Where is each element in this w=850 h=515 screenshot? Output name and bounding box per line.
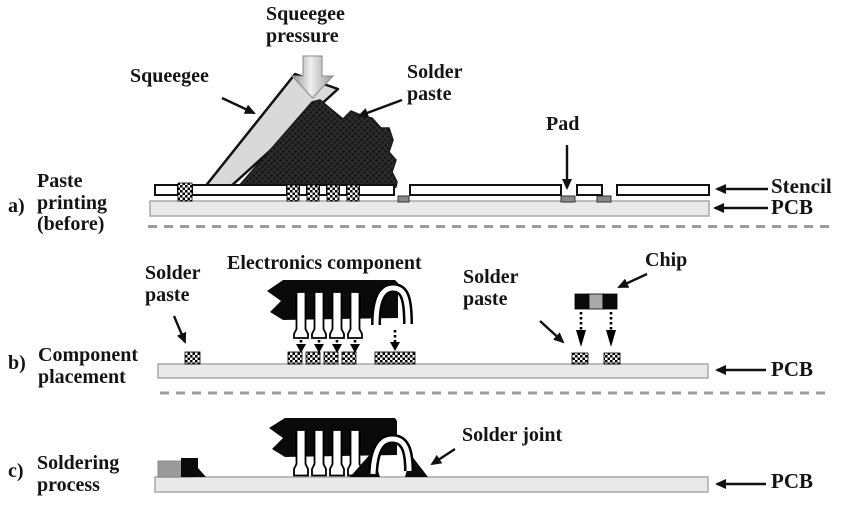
pressure-arrow-icon	[290, 55, 335, 99]
ic-lead	[293, 429, 363, 477]
chip-component	[574, 293, 618, 310]
pcb-board-b	[157, 363, 709, 379]
solder-paste-label-b-left: Solder paste	[145, 262, 201, 306]
solder-paste-deposit	[184, 351, 201, 365]
stencil-label: Stencil	[771, 174, 832, 198]
panel-b-graphics	[157, 272, 832, 395]
solder-joint-arrow	[430, 447, 456, 466]
solder-paste-arrow-b-left	[172, 315, 187, 344]
pcb-pad	[397, 195, 410, 203]
pcb-pad	[560, 195, 576, 203]
squeegee-pressure-label: Squeegee pressure	[266, 3, 345, 47]
chip-arrow	[617, 272, 648, 289]
solder-paste-arrow-a	[357, 98, 403, 118]
solder-joint-label: Solder joint	[462, 424, 563, 446]
ic-lead	[293, 291, 363, 339]
chip-label: Chip	[645, 249, 688, 271]
pcb-label-c: PCB	[771, 469, 813, 493]
paste-filled-aperture	[177, 182, 360, 202]
solder-joint-fillet	[350, 452, 428, 477]
panel-a-index: a)	[8, 195, 25, 217]
placement-arrow	[296, 330, 400, 353]
solder-paste-arrow-b-right	[539, 320, 565, 344]
squeegee-label: Squeegee	[130, 65, 209, 87]
pcb-board-c	[154, 476, 709, 493]
panel-b-title: Component placement	[38, 344, 139, 388]
panel-c-index: c)	[8, 460, 24, 482]
placement-arrow	[576, 312, 616, 347]
solder-paste-label-a: Solder paste	[407, 61, 463, 105]
panel-a-title: Paste printing (before)	[37, 170, 108, 236]
stencil-bar	[154, 184, 710, 196]
panel-b-index: b)	[8, 352, 26, 374]
pcb-label-a: PCB	[771, 195, 813, 219]
panel-a-graphics	[148, 55, 832, 228]
electronics-component-label: Electronics component	[227, 252, 422, 274]
squeegee-arrow	[221, 96, 256, 115]
pcb-board-a	[149, 200, 710, 217]
solder-paste-label-b-right: Solder paste	[463, 266, 519, 310]
solder-paste-deposit	[287, 351, 621, 365]
ic-curled-lead	[371, 282, 413, 326]
solder-paste-blob	[236, 99, 398, 188]
ic-curled-lead	[368, 433, 414, 475]
pcb-label-b: PCB	[771, 357, 813, 381]
pad-label: Pad	[546, 113, 580, 135]
panel-c-graphics	[154, 418, 766, 493]
panel-c-title: Soldering process	[37, 452, 120, 496]
pcb-pad	[596, 195, 612, 203]
soldered-chip	[157, 458, 206, 478]
